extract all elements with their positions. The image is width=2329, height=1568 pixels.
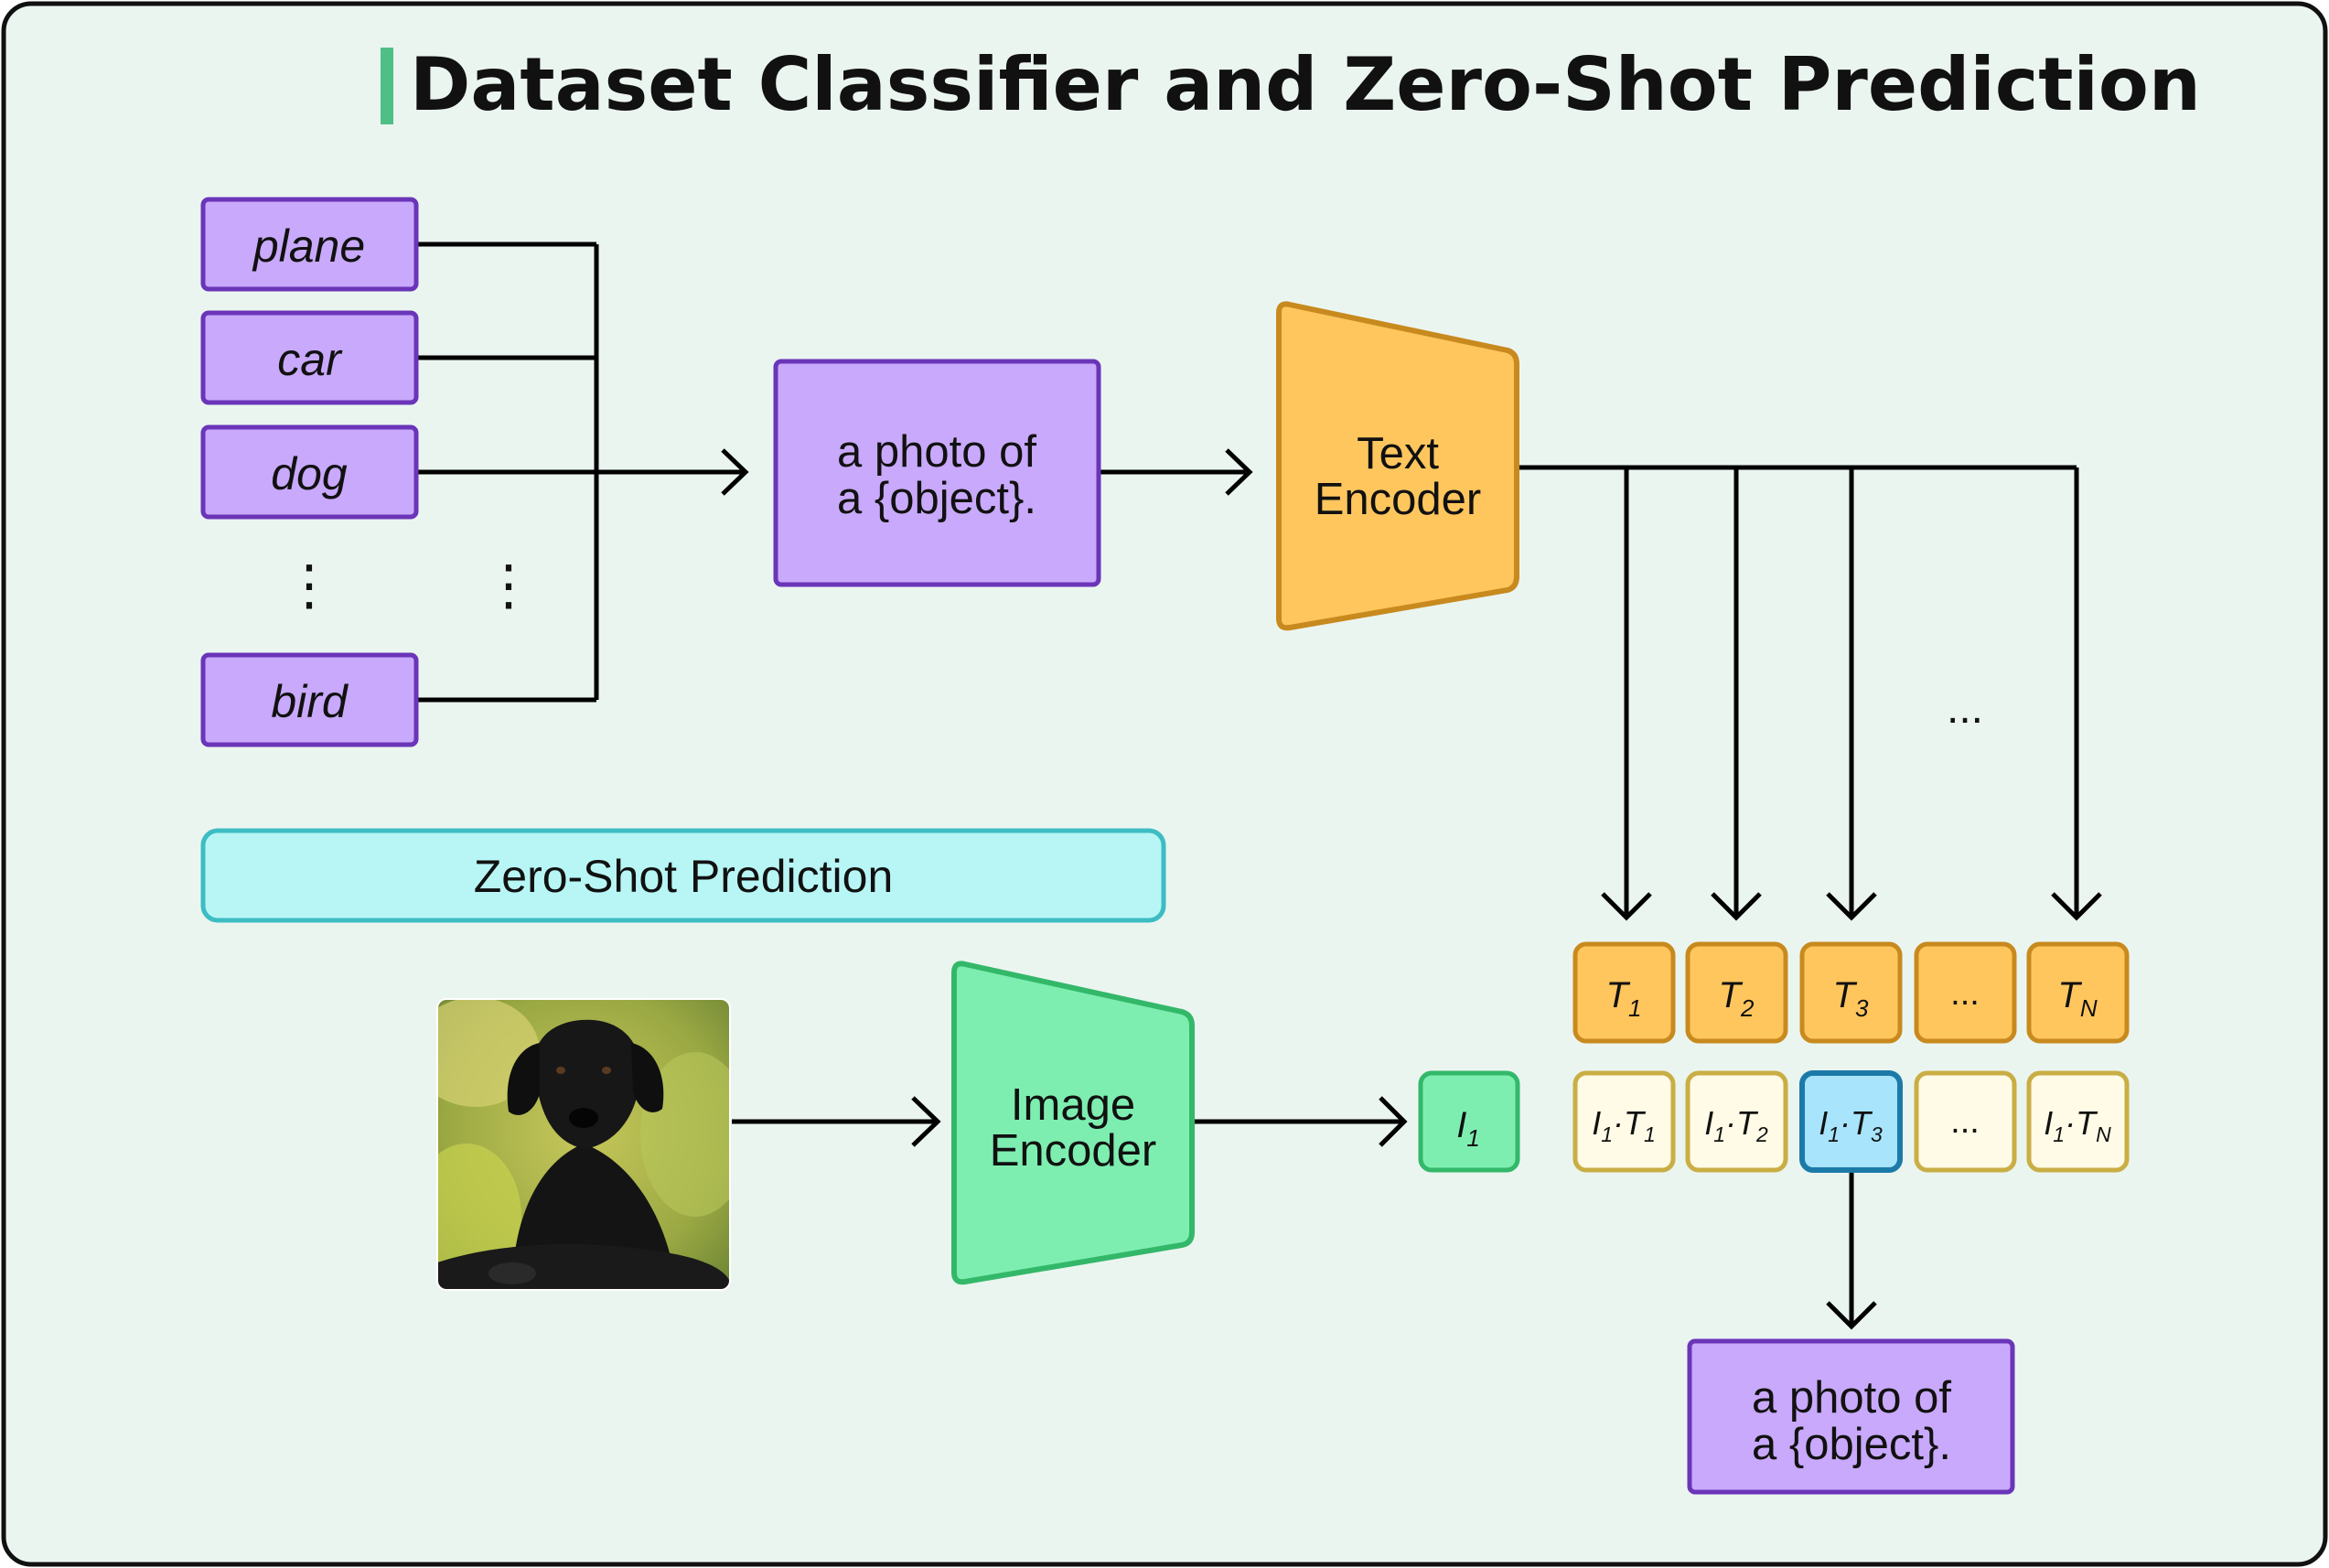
class-box-plane: plane: [200, 197, 419, 292]
bus-drop-1-arrowhead: [1601, 892, 1652, 921]
similarity-label: I1·T2: [1704, 1104, 1768, 1146]
class-box-bird: bird: [200, 652, 419, 747]
image-embedding-base: I: [1456, 1105, 1466, 1145]
text-embedding-label: TN: [2057, 975, 2097, 1022]
text-embedding-label: T1: [1606, 975, 1642, 1022]
text-embedding-t2: T2: [1685, 941, 1788, 1044]
encoder-to-embedding-arrowhead: [1379, 1096, 1408, 1147]
prediction-output-box: a photo of a {object}.: [1687, 1338, 2015, 1495]
image-embedding-sub: 1: [1466, 1124, 1479, 1152]
text-embedding-label: T3: [1833, 975, 1869, 1022]
photo-to-encoder-arrowhead: [911, 1096, 941, 1147]
prediction-line2: a {object}.: [1752, 1420, 1951, 1469]
class-label: dog: [271, 448, 348, 499]
similarity-cell-n: I1·TN: [2026, 1070, 2130, 1173]
text-embedding-t3: T3: [1799, 941, 1903, 1044]
similarity-ellipsis-label: ...: [1950, 1102, 1980, 1141]
class-ellipsis-right: ⋮: [481, 554, 536, 616]
dog-photo: [437, 999, 730, 1290]
image-embedding-box: I1: [1418, 1070, 1520, 1173]
class-ellipsis-left: ⋮: [282, 554, 337, 616]
similarity-label: I1·TN: [2044, 1104, 2111, 1146]
similarity-cell-2: I1·T2: [1685, 1070, 1788, 1173]
class-box-car: car: [200, 310, 419, 405]
zero-shot-section-label: Zero-Shot Prediction: [200, 828, 1166, 923]
bus-drop-n-arrowhead: [2051, 892, 2102, 921]
selected-to-prediction-arrowhead: [1826, 1301, 1877, 1330]
title-accent-bar: [381, 48, 393, 124]
prediction-line1: a photo of: [1752, 1373, 1951, 1423]
text-encoder: Text Encoder: [1276, 301, 1519, 631]
prompt-to-encoder-arrowhead: [1225, 448, 1253, 496]
class-label: car: [277, 334, 343, 385]
similarity-label: I1·T3: [1819, 1104, 1883, 1146]
section-label-text: Zero-Shot Prediction: [474, 851, 894, 902]
dog-photo-border: [436, 998, 731, 1291]
text-encoder-line2: Encoder: [1315, 475, 1482, 524]
bus-drop-3-arrowhead: [1826, 892, 1877, 921]
connector-lines: [416, 242, 2102, 1330]
text-embedding-ellipsis-label: ...: [1950, 974, 1980, 1013]
text-embeddings-ellipsis: ...: [1947, 684, 1983, 733]
similarity-label: I1·T1: [1592, 1104, 1656, 1146]
class-label: plane: [252, 220, 365, 272]
similarity-row: I1·T1 I1·T2 I1·T3 ... I1·TN: [1572, 1070, 2130, 1173]
class-box-dog: dog: [200, 424, 419, 520]
class-label: bird: [271, 676, 349, 727]
prompt-template-box: a photo of a {object}.: [773, 359, 1101, 587]
text-encoder-line1: Text: [1357, 429, 1439, 478]
image-encoder: Image Encoder: [951, 961, 1195, 1285]
prompt-template-line1: a photo of: [837, 427, 1036, 477]
text-embedding-label: T2: [1719, 975, 1755, 1022]
text-embedding-t1: T1: [1572, 941, 1676, 1044]
text-embedding-tn: TN: [2026, 941, 2130, 1044]
prompt-template-line2: a {object}.: [837, 474, 1036, 523]
similarity-cell-3-selected: I1·T3: [1799, 1070, 1903, 1173]
classes-to-prompt-arrowhead: [721, 448, 749, 496]
diagram-title: Dataset Classifier and Zero-Shot Predict…: [410, 42, 2201, 127]
text-embeddings-row: T1 T2 T3 ... TN: [1572, 941, 2130, 1044]
similarity-cell-ellipsis: ...: [1914, 1070, 2017, 1173]
text-embedding-ellipsis: ...: [1914, 941, 2017, 1044]
image-encoder-line1: Image: [1011, 1080, 1135, 1130]
bus-drop-2-arrowhead: [1711, 892, 1762, 921]
class-list: plane car dog bird ⋮ ⋮: [200, 197, 536, 747]
image-embedding-label: I1: [1456, 1105, 1480, 1152]
similarity-cell-1: I1·T1: [1572, 1070, 1676, 1173]
image-encoder-line2: Encoder: [990, 1126, 1157, 1176]
